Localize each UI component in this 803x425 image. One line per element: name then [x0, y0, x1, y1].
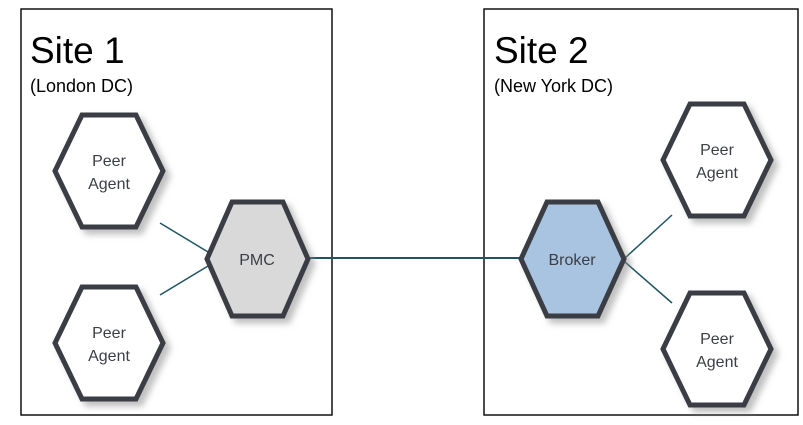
node-label-broker: Broker — [548, 252, 596, 269]
node-site1-peer-agent-top[interactable]: Peer Agent — [52, 112, 166, 230]
hexagon-shape[interactable] — [660, 290, 774, 408]
node-label-pmc: PMC — [239, 252, 275, 269]
node-label-line1: Peer — [92, 153, 126, 170]
node-label-line1: Peer — [92, 325, 126, 342]
node-label-line2: Agent — [88, 348, 130, 365]
node-site2-peer-agent-bottom[interactable]: Peer Agent — [660, 290, 774, 408]
hexagon-shape[interactable] — [52, 284, 166, 402]
site-1-subtitle: (London DC) — [30, 76, 133, 96]
site-1-title: Site 1 — [30, 30, 125, 71]
node-label-line1: Peer — [700, 331, 734, 348]
link-broker-to-peer-top — [624, 214, 673, 259]
hexagon-shape[interactable] — [52, 112, 166, 230]
node-site1-pmc[interactable]: PMC — [204, 199, 311, 319]
hexagon-shape[interactable] — [518, 199, 627, 319]
node-site2-broker[interactable]: Broker — [518, 199, 627, 319]
link-site1-peer-bottom-to-pmc — [159, 262, 214, 296]
node-label-line2: Agent — [696, 165, 738, 182]
site-2-subtitle: (New York DC) — [494, 76, 613, 96]
hexagon-shape[interactable] — [660, 101, 774, 219]
node-label-line1: Peer — [700, 142, 734, 159]
hexagon-shape[interactable] — [204, 199, 311, 319]
node-site2-peer-agent-top[interactable]: Peer Agent — [660, 101, 774, 219]
link-broker-to-peer-bottom — [624, 261, 673, 304]
node-label-line2: Agent — [696, 354, 738, 371]
node-site1-peer-agent-bottom[interactable]: Peer Agent — [52, 284, 166, 402]
node-label-line2: Agent — [88, 176, 130, 193]
link-site1-peer-top-to-pmc — [159, 222, 214, 256]
site-2-title: Site 2 — [494, 30, 589, 71]
